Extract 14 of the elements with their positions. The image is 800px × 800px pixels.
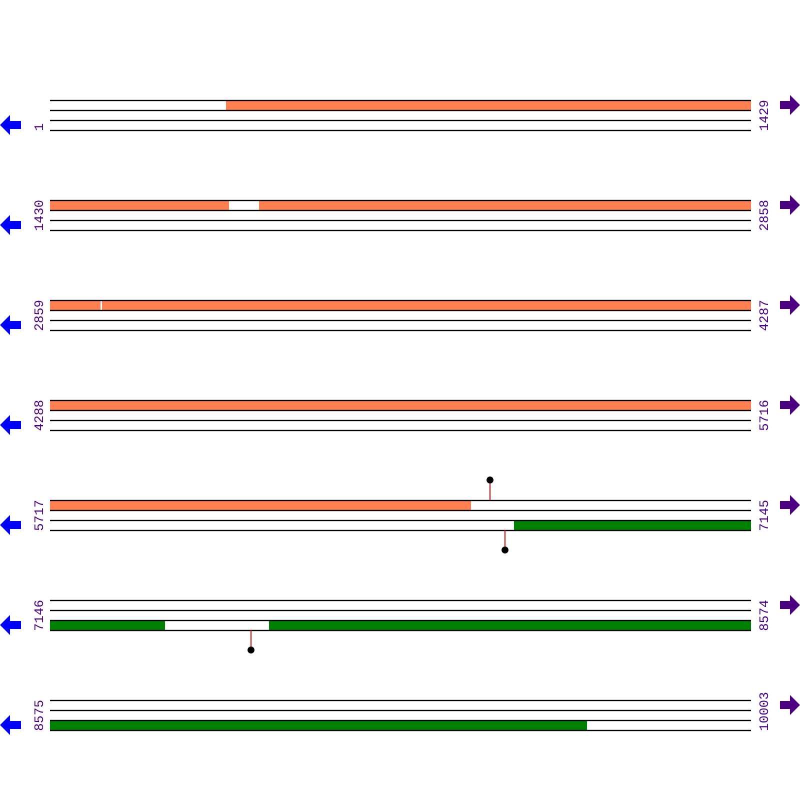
sequence-position: 4287 [758, 300, 771, 331]
sequence-position: 7145 [758, 500, 771, 531]
sequence-position: 2859 [33, 300, 46, 331]
sequence-position: 8574 [758, 600, 771, 631]
sequence-position: 2858 [758, 200, 771, 231]
sequence-position: 1430 [33, 200, 46, 231]
sequence-position: 1 [33, 123, 46, 131]
sequence-position: 7146 [33, 600, 46, 631]
sequence-position: 1429 [758, 100, 771, 131]
sequence-position: 8575 [33, 700, 46, 731]
sequence-position: 10003 [758, 692, 771, 731]
sequence-position: 4288 [33, 400, 46, 431]
sequence-position: 5717 [33, 500, 46, 531]
sequence-position: 5716 [758, 400, 771, 431]
